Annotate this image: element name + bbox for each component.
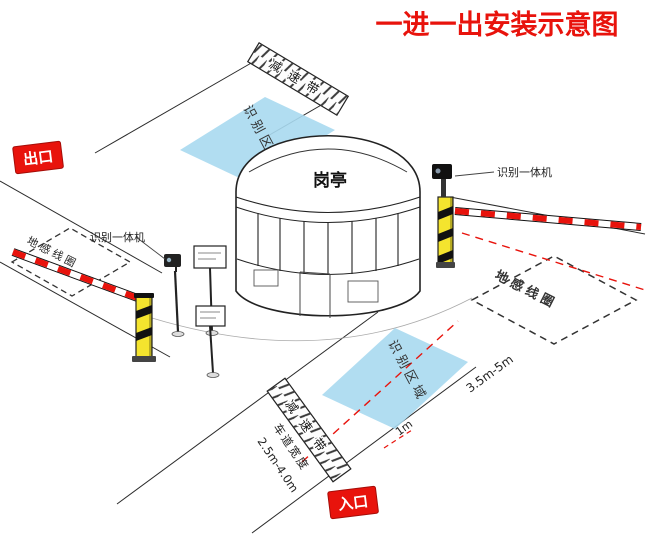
hazard-stripe	[136, 305, 152, 319]
entrance-sign-label: 入口	[337, 492, 369, 514]
bottom-zone-area	[322, 328, 468, 429]
hazard-stripe	[438, 228, 453, 242]
top-zone-area	[180, 97, 335, 183]
left-barrier	[11, 248, 156, 362]
bottom-lane-right-edge	[251, 366, 477, 534]
booth-dome-rim	[248, 148, 408, 173]
booth-panel-right	[347, 280, 379, 303]
zone-offset-dash	[383, 429, 413, 449]
sign-board-icon	[193, 245, 227, 269]
right-ground-coil: 地感线圈	[470, 255, 638, 345]
page-title: 一进一出安装示意图	[376, 9, 619, 41]
hazard-stripe	[136, 327, 152, 341]
booth-window-mullions	[257, 213, 399, 275]
left-reader-leader-line	[135, 236, 166, 260]
left-coil-outline	[10, 227, 132, 297]
sign-base	[205, 330, 219, 336]
right-coil-label: 地感线圈	[492, 267, 560, 312]
sign-board-icon	[195, 305, 226, 327]
right-camera-neck	[441, 179, 446, 197]
left-camera-pole	[173, 270, 180, 333]
top-lane-left-edge	[94, 61, 254, 154]
right-barrier-base	[436, 262, 455, 268]
exit-sign-label: 出口	[22, 147, 54, 169]
entrance-sign-box	[327, 485, 379, 520]
exit-sign: 出口	[12, 140, 64, 175]
hazard-stripe	[438, 206, 453, 220]
entrance-sign: 入口	[327, 485, 379, 520]
left-reader-unit: 识别一体机	[90, 230, 185, 337]
left-reader-label: 识别一体机	[90, 230, 145, 244]
left-barrier-base	[132, 356, 156, 362]
bottom-lane-left-edge	[116, 311, 379, 505]
right-reader-unit: 识别一体机	[432, 164, 552, 268]
hazard-stripe	[438, 250, 453, 264]
guard-booth: 岗亭	[235, 135, 421, 318]
barrier-to-coil-measurement: 3.5m-5m	[464, 352, 516, 395]
right-reader-label: 识别一体机	[497, 165, 552, 179]
left-camera-icon	[164, 254, 181, 267]
left-barrier-cap	[134, 293, 154, 298]
arm-red-segments	[11, 249, 153, 306]
left-lane-upper-edge	[0, 180, 163, 274]
booth-door	[299, 271, 331, 318]
booth-fascia-top	[235, 196, 421, 214]
left-camera-base	[171, 331, 185, 337]
top-speed-bump-stripes	[247, 42, 349, 116]
right-coil-outline	[470, 255, 638, 345]
sign-pole	[209, 325, 214, 374]
ground-curve	[151, 297, 473, 342]
right-camera-lens	[435, 168, 441, 174]
arm-red-segments	[454, 208, 642, 230]
right-barrier-arm	[454, 207, 646, 291]
booth-panel-left	[253, 269, 279, 287]
right-lane-dashed-line	[461, 232, 646, 291]
right-reader-leader-line	[454, 171, 495, 177]
bottom-recognition-zone: 识别区域	[301, 320, 468, 463]
sign-base	[206, 372, 220, 378]
sign-board-lower	[195, 305, 226, 378]
right-camera-icon	[432, 164, 452, 179]
bottom-speed-bump-stripes	[267, 378, 351, 482]
exit-sign-box	[12, 140, 64, 175]
left-camera-lens	[166, 257, 172, 263]
booth-label: 岗亭	[313, 170, 347, 191]
left-barrier-pole-shade	[149, 297, 152, 358]
